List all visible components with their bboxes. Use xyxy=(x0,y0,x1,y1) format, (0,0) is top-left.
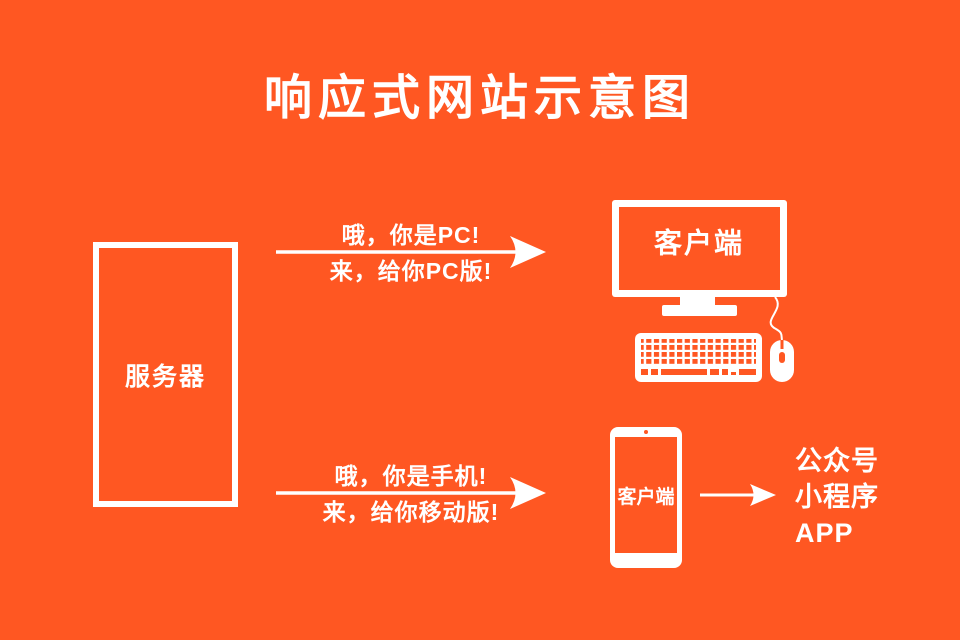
desktop-client-label: 客户端 xyxy=(654,227,744,259)
mouse-icon xyxy=(770,340,794,382)
mouse-cord xyxy=(769,296,783,341)
flow-message-pc-line2: 来，给你PC版! xyxy=(329,258,493,284)
phone-screen: 客户端 xyxy=(615,437,677,553)
phone-icon: 客户端 xyxy=(610,427,682,568)
flow-message-mobile-line2: 来，给你移动版! xyxy=(322,499,500,525)
output-item-official-account: 公众号 xyxy=(795,446,879,476)
phone-camera-dot xyxy=(644,430,648,434)
flow-message-pc-line1: 哦，你是PC! xyxy=(341,222,481,248)
desktop-computer-icon: 客户端 xyxy=(612,200,794,382)
server-box: 服务器 xyxy=(93,242,238,507)
server-label: 服务器 xyxy=(124,362,206,391)
flow-message-mobile: 哦，你是手机! 来，给你移动版! xyxy=(270,458,552,530)
output-list: 公众号 小程序 APP xyxy=(795,443,879,551)
output-item-mini-program: 小程序 xyxy=(795,482,879,512)
mobile-client-label: 客户端 xyxy=(617,486,675,508)
output-item-app: APP xyxy=(795,518,854,548)
page-title: 响应式网站示意图 xyxy=(263,72,696,125)
flow-message-pc: 哦，你是PC! 来，给你PC版! xyxy=(270,217,552,289)
keyboard-icon xyxy=(635,333,762,382)
monitor-icon: 客户端 xyxy=(612,200,787,316)
flow-message-mobile-line1: 哦，你是手机! xyxy=(334,463,488,489)
arrow-to-outputs-icon xyxy=(700,484,776,506)
